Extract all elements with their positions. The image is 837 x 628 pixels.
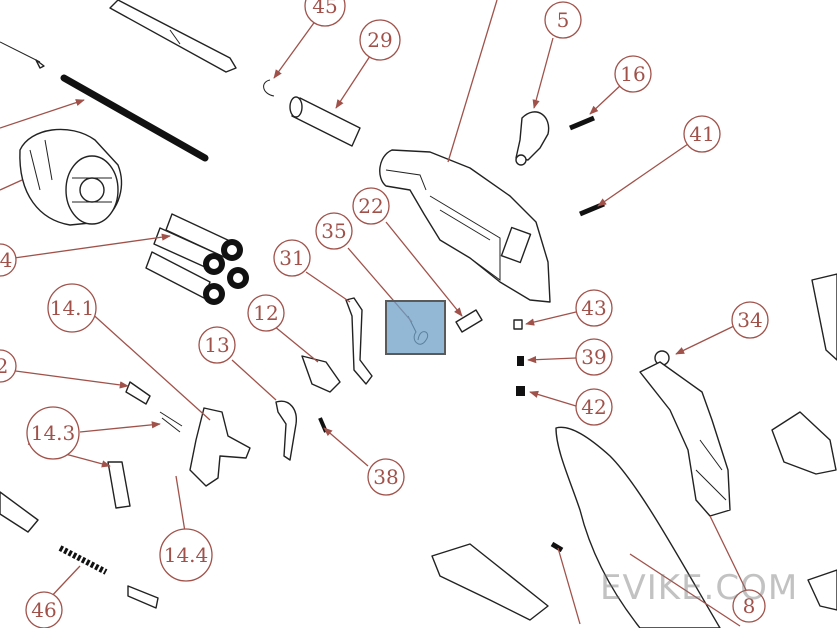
watermark: EVIKE.COM xyxy=(600,568,799,608)
small-pin-part xyxy=(513,319,523,330)
svg-text:43: 43 xyxy=(581,296,606,320)
svg-text:42: 42 xyxy=(581,395,606,419)
svg-text:14.4: 14.4 xyxy=(164,543,209,567)
callout-35: 35 xyxy=(315,212,353,250)
base-part xyxy=(431,543,549,621)
svg-text:45: 45 xyxy=(312,0,337,18)
svg-text:46: 46 xyxy=(31,598,56,622)
grip-frame-part xyxy=(639,361,731,517)
callout-29: 29 xyxy=(359,19,401,61)
bracket-part xyxy=(0,491,39,533)
screw-part xyxy=(579,201,605,217)
callout-22: 22 xyxy=(352,187,390,225)
svg-text:2: 2 xyxy=(0,354,8,378)
svg-text:12: 12 xyxy=(253,301,278,325)
frame-part xyxy=(379,149,551,303)
callout-41: 41 xyxy=(683,115,721,153)
selection-highlight[interactable] xyxy=(385,300,446,355)
part-46 xyxy=(127,585,159,609)
svg-text:13: 13 xyxy=(204,333,229,357)
leader-lines xyxy=(0,0,747,627)
svg-text:34: 34 xyxy=(737,308,762,332)
trigger-part xyxy=(275,400,297,461)
lever-part xyxy=(345,297,373,385)
svg-text:35: 35 xyxy=(321,219,346,243)
small-pin-part xyxy=(517,356,524,366)
svg-text:5: 5 xyxy=(557,8,570,32)
hammer-part xyxy=(515,111,550,166)
callout-12: 12 xyxy=(247,294,285,332)
screw-part xyxy=(550,541,564,553)
callout-8: 8 xyxy=(732,589,766,623)
callout-31: 31 xyxy=(273,239,311,277)
callout-46: 46 xyxy=(25,591,63,628)
callout-45: 45 xyxy=(304,0,346,27)
small-pin-part xyxy=(516,386,525,396)
callout-14-4: 14.4 xyxy=(159,528,213,582)
right-part xyxy=(811,273,837,361)
callout-34: 34 xyxy=(731,301,769,339)
callout-43: 43 xyxy=(575,289,613,327)
svg-text:41: 41 xyxy=(689,122,714,146)
callout-13: 13 xyxy=(198,326,236,364)
rod-part xyxy=(0,0,237,73)
svg-text:22: 22 xyxy=(358,194,383,218)
callout-38: 38 xyxy=(367,458,405,496)
c-ring-part xyxy=(263,79,275,97)
cartridges-part xyxy=(145,213,249,305)
svg-text:31: 31 xyxy=(279,246,304,270)
svg-text:16: 16 xyxy=(620,62,645,86)
svg-text:29: 29 xyxy=(367,28,392,52)
svg-text:14.1: 14.1 xyxy=(50,296,95,320)
pin-part xyxy=(289,96,361,147)
callout-14-1: 14.1 xyxy=(47,283,97,333)
callout-39: 39 xyxy=(575,338,613,376)
callout-4: 4 xyxy=(0,243,17,277)
svg-text:4: 4 xyxy=(0,248,12,272)
pin-part xyxy=(318,417,328,433)
callout-14-3: 14.3 xyxy=(26,406,80,460)
right-part xyxy=(771,411,837,475)
hand-part xyxy=(107,381,251,509)
spring-rod-part xyxy=(60,74,209,162)
trigger-bar-part xyxy=(301,355,341,393)
callout-5: 5 xyxy=(544,1,582,39)
spring-part xyxy=(58,545,108,575)
callout-42: 42 xyxy=(575,388,613,426)
cylinder-part xyxy=(19,128,123,226)
svg-text:39: 39 xyxy=(581,345,606,369)
svg-text:14.3: 14.3 xyxy=(31,421,76,445)
callout-16: 16 xyxy=(614,55,652,93)
screw-part xyxy=(569,115,595,131)
svg-text:8: 8 xyxy=(743,594,756,618)
callout-2: 2 xyxy=(0,349,17,383)
right-part xyxy=(807,569,837,611)
svg-text:38: 38 xyxy=(373,465,398,489)
pin-part xyxy=(455,309,483,333)
